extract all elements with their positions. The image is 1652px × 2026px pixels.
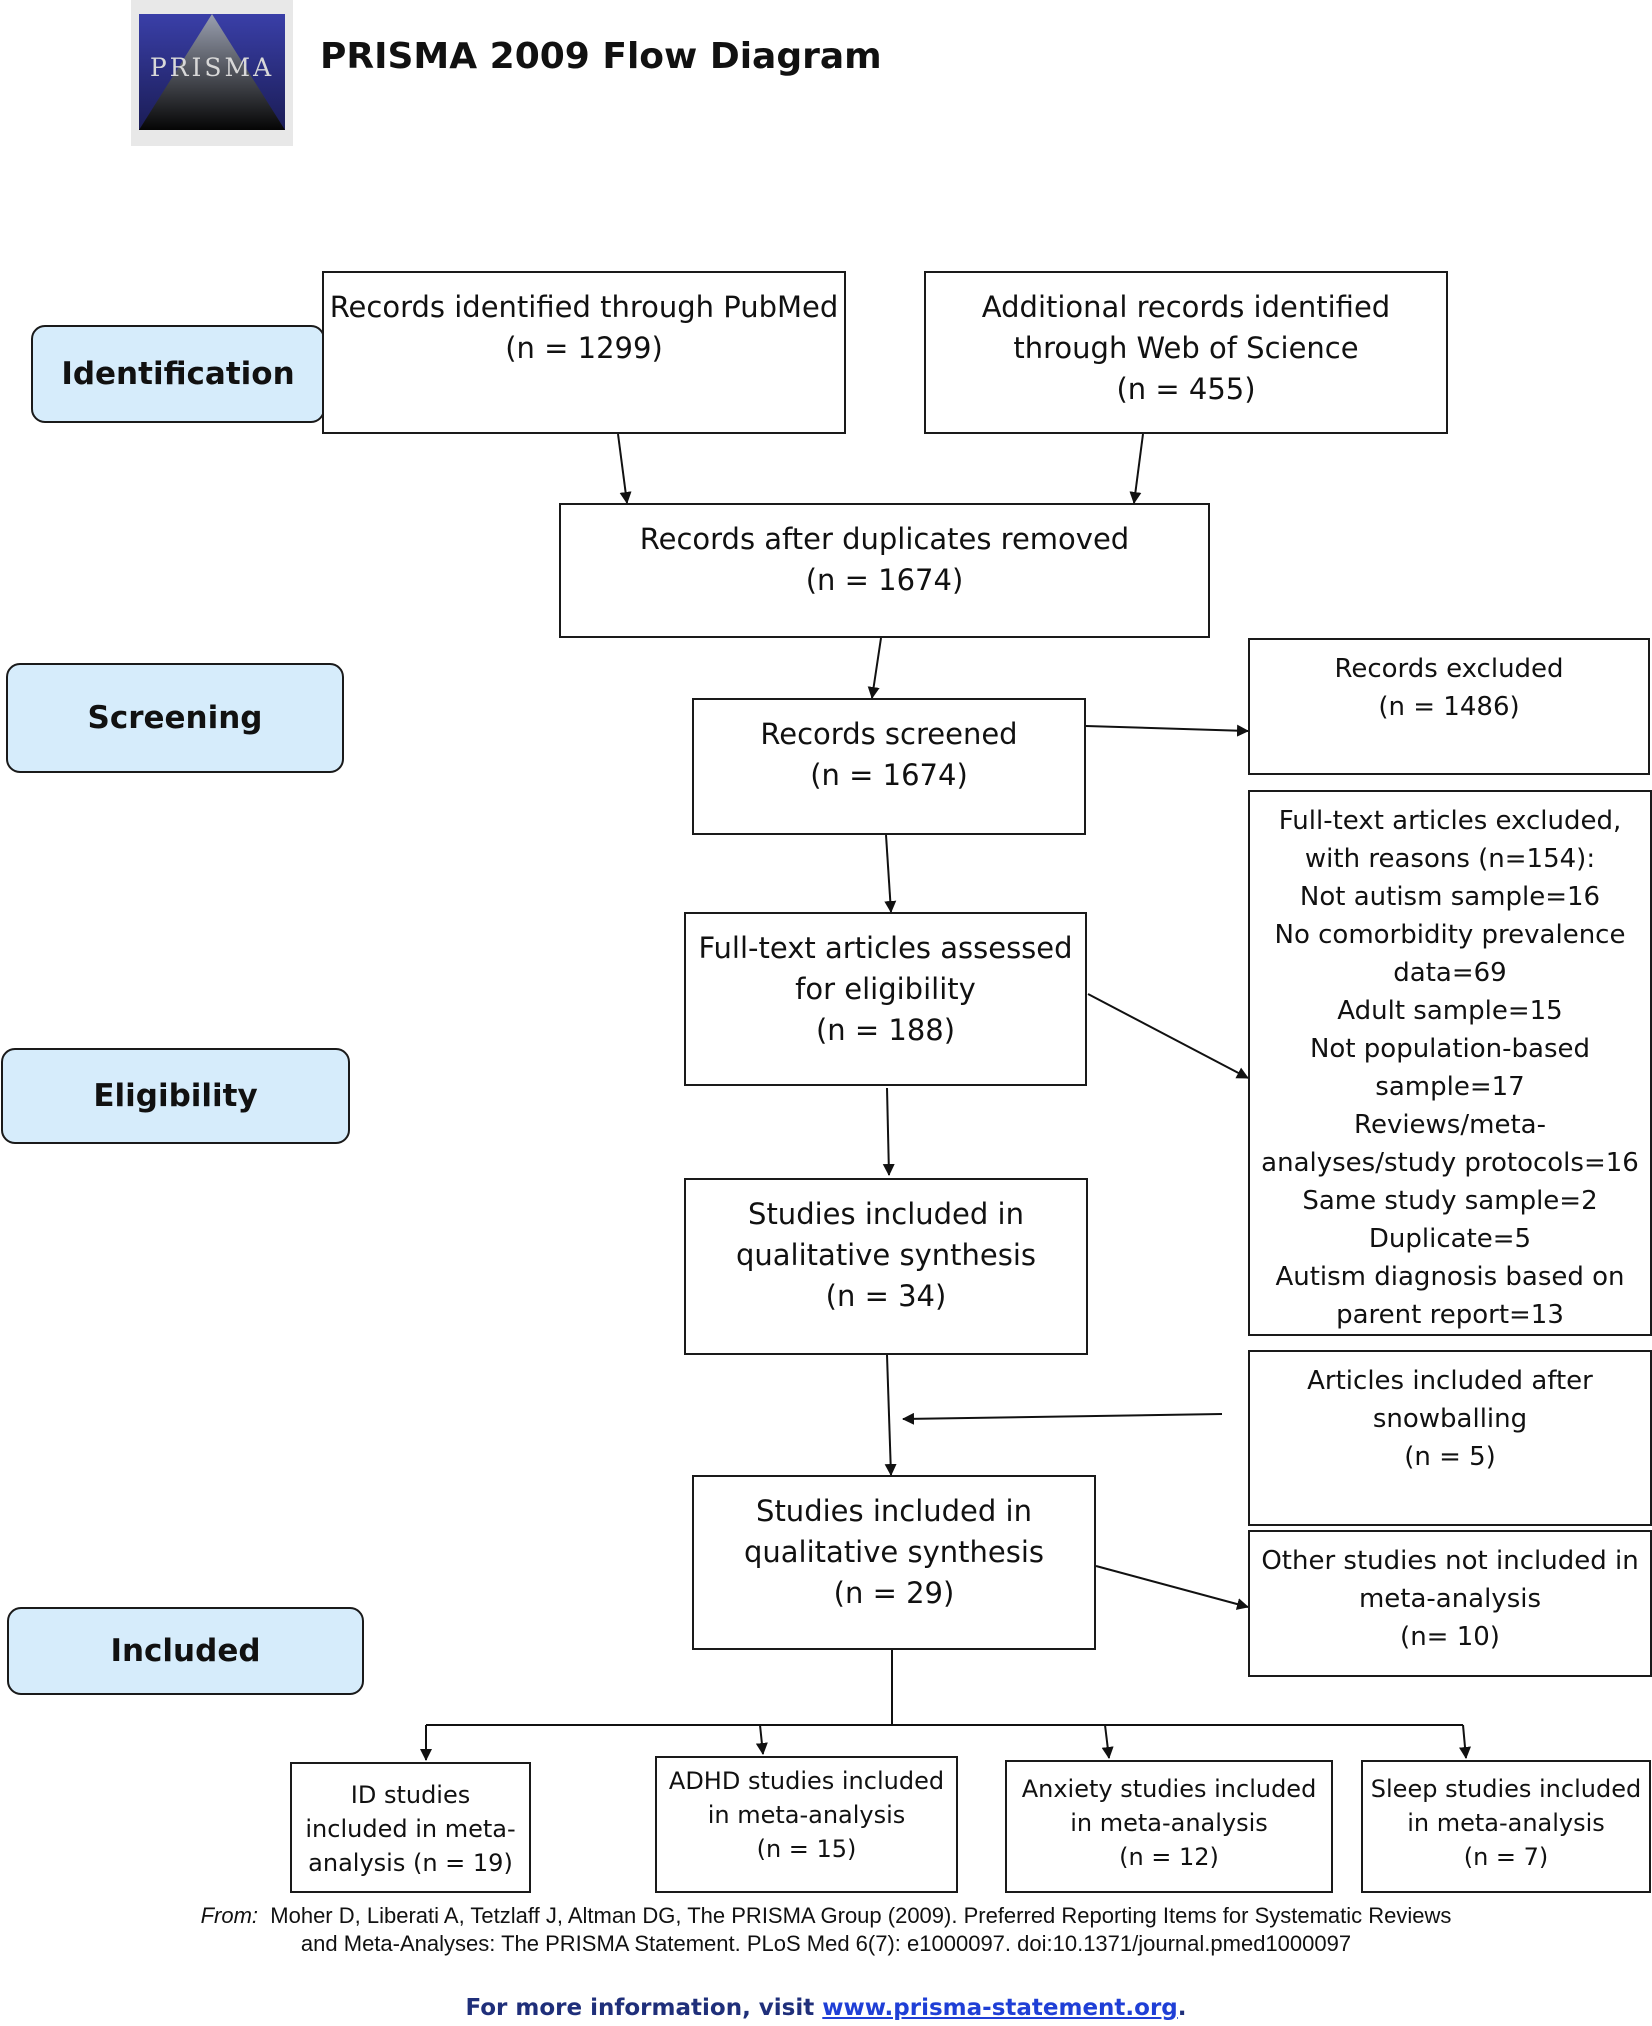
citation-line1: Moher D, Liberati A, Tetzlaff J, Altman … — [270, 1903, 1452, 1928]
box-text-line: Studies included in — [748, 1197, 1024, 1231]
box-pubmed: Records identified through PubMed (n = 12… — [322, 271, 846, 434]
box-qualitative-synthesis-29: Studies included in qualitative synthesis… — [692, 1475, 1096, 1650]
box-text-line: Additional records identified — [981, 290, 1391, 324]
box-text-line: Records after duplicates removed — [639, 522, 1130, 556]
box-adhd-studies: ADHD studies included in meta-analysis (n … — [655, 1756, 958, 1893]
box-duplicates-removed: Records after duplicates removed (n = 167… — [559, 503, 1210, 638]
footer-end: . — [1177, 1995, 1187, 2021]
box-text-line: Records identified through PubMed — [329, 290, 839, 324]
box-text-line: (n = 12) — [1119, 1843, 1219, 1871]
box-text-line: No comorbidity prevalence — [1274, 920, 1626, 950]
stage-identification: Identification — [31, 325, 325, 423]
stage-eligibility: Eligibility — [1, 1048, 350, 1144]
box-text-line: Anxiety studies included — [1021, 1775, 1317, 1803]
box-text-line: for eligibility — [795, 972, 976, 1006]
box-text-line: (n = 15) — [756, 1835, 857, 1863]
box-text-line: meta-analysis — [1358, 1584, 1542, 1614]
box-text-line: Records screened — [760, 717, 1018, 751]
box-text-line: in meta-analysis — [1070, 1809, 1268, 1837]
box-text-line: analysis (n = 19) — [308, 1849, 513, 1877]
box-text-line: Autism diagnosis based on — [1275, 1262, 1625, 1292]
box-text-line: Full-text articles assessed — [698, 931, 1073, 965]
box-text-line: qualitative synthesis — [744, 1535, 1044, 1569]
box-text-line: Duplicate=5 — [1368, 1224, 1532, 1254]
box-text-line: sample=17 — [1375, 1072, 1525, 1102]
box-text-line: snowballing — [1372, 1404, 1528, 1434]
prisma-logo: PRISMA — [131, 0, 293, 146]
box-anxiety-studies: Anxiety studies included in meta-analysis… — [1005, 1760, 1333, 1893]
footer-link[interactable]: www.prisma-statement.org — [822, 1995, 1178, 2021]
box-text-line: (n = 455) — [1116, 372, 1256, 406]
box-text-line: (n = 1674) — [810, 758, 968, 792]
logo-text: PRISMA — [150, 53, 274, 82]
box-text-line: data=69 — [1393, 958, 1507, 988]
box-id-studies: ID studies included in meta-analysis (n =… — [290, 1762, 531, 1893]
box-text-line: Studies included in — [756, 1494, 1032, 1528]
box-text-line: (n = 1674) — [805, 563, 964, 597]
box-text-line: analyses/study protocols=16 — [1261, 1148, 1639, 1178]
box-fulltext-excluded: Full-text articles excluded, with reason… — [1248, 790, 1652, 1336]
citation: From: Moher D, Liberati A, Tetzlaff J, A… — [0, 1902, 1652, 1958]
box-snowballing: Articles included after snowballing (n = 5… — [1248, 1350, 1652, 1526]
box-text-line: Records excluded — [1334, 654, 1564, 684]
box-web-of-science: Additional records identified through Web… — [924, 271, 1448, 434]
box-text-line: in meta-analysis — [1407, 1809, 1605, 1837]
box-text-line: with reasons (n=154): — [1304, 844, 1596, 874]
box-text-line: ID studies — [350, 1781, 471, 1809]
box-text-line: (n = 34) — [825, 1279, 947, 1313]
page-title: PRISMA 2009 Flow Diagram — [320, 36, 882, 77]
box-text-line: Other studies not included in — [1261, 1546, 1639, 1576]
box-text-line: (n = 1486) — [1378, 692, 1520, 722]
box-text-line: Articles included after — [1307, 1366, 1593, 1396]
box-text-line: Adult sample=15 — [1337, 996, 1563, 1026]
box-text-line: (n = 7) — [1463, 1843, 1549, 1871]
stage-screening: Screening — [6, 663, 344, 773]
box-text-line: Full-text articles excluded, — [1278, 806, 1622, 836]
box-records-screened: Records screened (n = 1674) — [692, 698, 1086, 835]
box-text-line: qualitative synthesis — [736, 1238, 1036, 1272]
stage-included: Included — [7, 1607, 364, 1695]
box-other-studies: Other studies not included in meta-analys… — [1248, 1530, 1652, 1677]
box-text-line: (n = 29) — [833, 1576, 955, 1610]
box-text-line: included in meta- — [305, 1815, 516, 1843]
citation-from-label: From: — [200, 1903, 259, 1928]
box-fulltext-assessed: Full-text articles assessed for eligibili… — [684, 912, 1087, 1086]
box-text-line: Sleep studies included — [1370, 1775, 1642, 1803]
box-sleep-studies: Sleep studies included in meta-analysis (n… — [1361, 1760, 1651, 1893]
box-text-line: (n = 5) — [1404, 1442, 1496, 1472]
box-qualitative-synthesis-34: Studies included in qualitative synthesis… — [684, 1178, 1088, 1355]
citation-line2: and Meta-Analyses: The PRISMA Statement.… — [300, 1931, 1352, 1956]
footer-text: For more information, visit — [465, 1995, 823, 2021]
box-text-line: ADHD studies included — [668, 1767, 945, 1795]
box-text-line: Same study sample=2 — [1302, 1186, 1598, 1216]
box-text-line: through Web of Science — [1013, 331, 1359, 365]
box-text-line: in meta-analysis — [707, 1801, 906, 1829]
box-text-line: Not population-based — [1309, 1034, 1591, 1064]
box-text-line: (n = 188) — [815, 1013, 956, 1047]
box-text-line: parent report=13 — [1336, 1300, 1564, 1330]
box-text-line: Reviews/meta- — [1354, 1110, 1546, 1140]
box-text-line: (n = 1299) — [505, 331, 663, 365]
box-records-excluded: Records excluded (n = 1486) — [1248, 638, 1650, 775]
footer: For more information, visit www.prisma-s… — [0, 1995, 1652, 2021]
box-text-line: Not autism sample=16 — [1299, 882, 1601, 912]
box-text-line: (n= 10) — [1400, 1622, 1500, 1652]
